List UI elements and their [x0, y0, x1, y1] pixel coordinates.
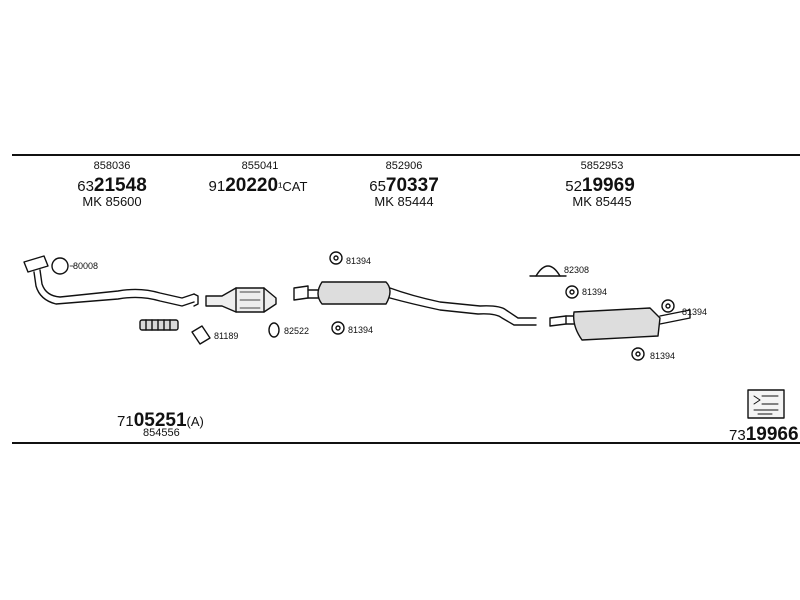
group-4-sub-number: 5852953	[580, 160, 624, 172]
callout-82522: 82522	[284, 326, 310, 336]
hanger-81394-e-part	[631, 347, 645, 361]
group-3-sub-number: 852906	[385, 160, 423, 172]
hanger-81394-a-part	[329, 251, 343, 265]
callout-81394-c: 81394	[582, 287, 608, 297]
mounting-kit-sub-number: 854556	[143, 427, 180, 439]
front-pipe-part	[23, 255, 199, 307]
group-2-sub-number: 855041	[241, 160, 279, 172]
complete-system-part-number: 7319966	[729, 424, 799, 445]
hanger-81394-d-part	[661, 299, 675, 313]
gasket-81189-part	[191, 325, 211, 345]
callout-80008: 80008	[73, 261, 99, 271]
group-1-sub-number: 858036	[93, 160, 131, 172]
mounting-kit-part-number: 7105251(A)	[117, 410, 204, 431]
callout-82308: 82308	[564, 265, 590, 275]
accessory-kit-icon	[747, 389, 785, 419]
callout-81394-a: 81394	[346, 256, 372, 266]
flex-pipe-part	[139, 319, 179, 331]
rear-muffler-part	[549, 307, 691, 341]
callout-81189: 81189	[214, 331, 239, 341]
group-1-part-number: 6321548	[77, 175, 147, 196]
callout-81394-d: 81394	[682, 307, 708, 317]
bottom-divider	[12, 442, 800, 444]
hanger-81394-b-part	[331, 321, 345, 335]
callout-81394-b: 81394	[348, 325, 374, 335]
center-muffler-part	[293, 281, 537, 326]
gasket-80008-part	[51, 257, 69, 275]
clamp-82308-part	[529, 265, 567, 277]
catalytic-converter-part	[205, 287, 277, 313]
hanger-81394-c-part	[565, 285, 579, 299]
callout-81394-e: 81394	[650, 351, 676, 361]
group-3-kit-number: MK 85444	[374, 194, 434, 209]
group-3-part-number: 6570337	[369, 175, 439, 196]
gasket-82522-part	[268, 322, 280, 338]
group-2-part-number: 9120220¹CAT	[208, 175, 308, 196]
group-1-kit-number: MK 85600	[82, 194, 142, 209]
top-divider	[12, 154, 800, 156]
group-4-kit-number: MK 85445	[572, 194, 632, 209]
group-4-part-number: 5219969	[565, 175, 635, 196]
